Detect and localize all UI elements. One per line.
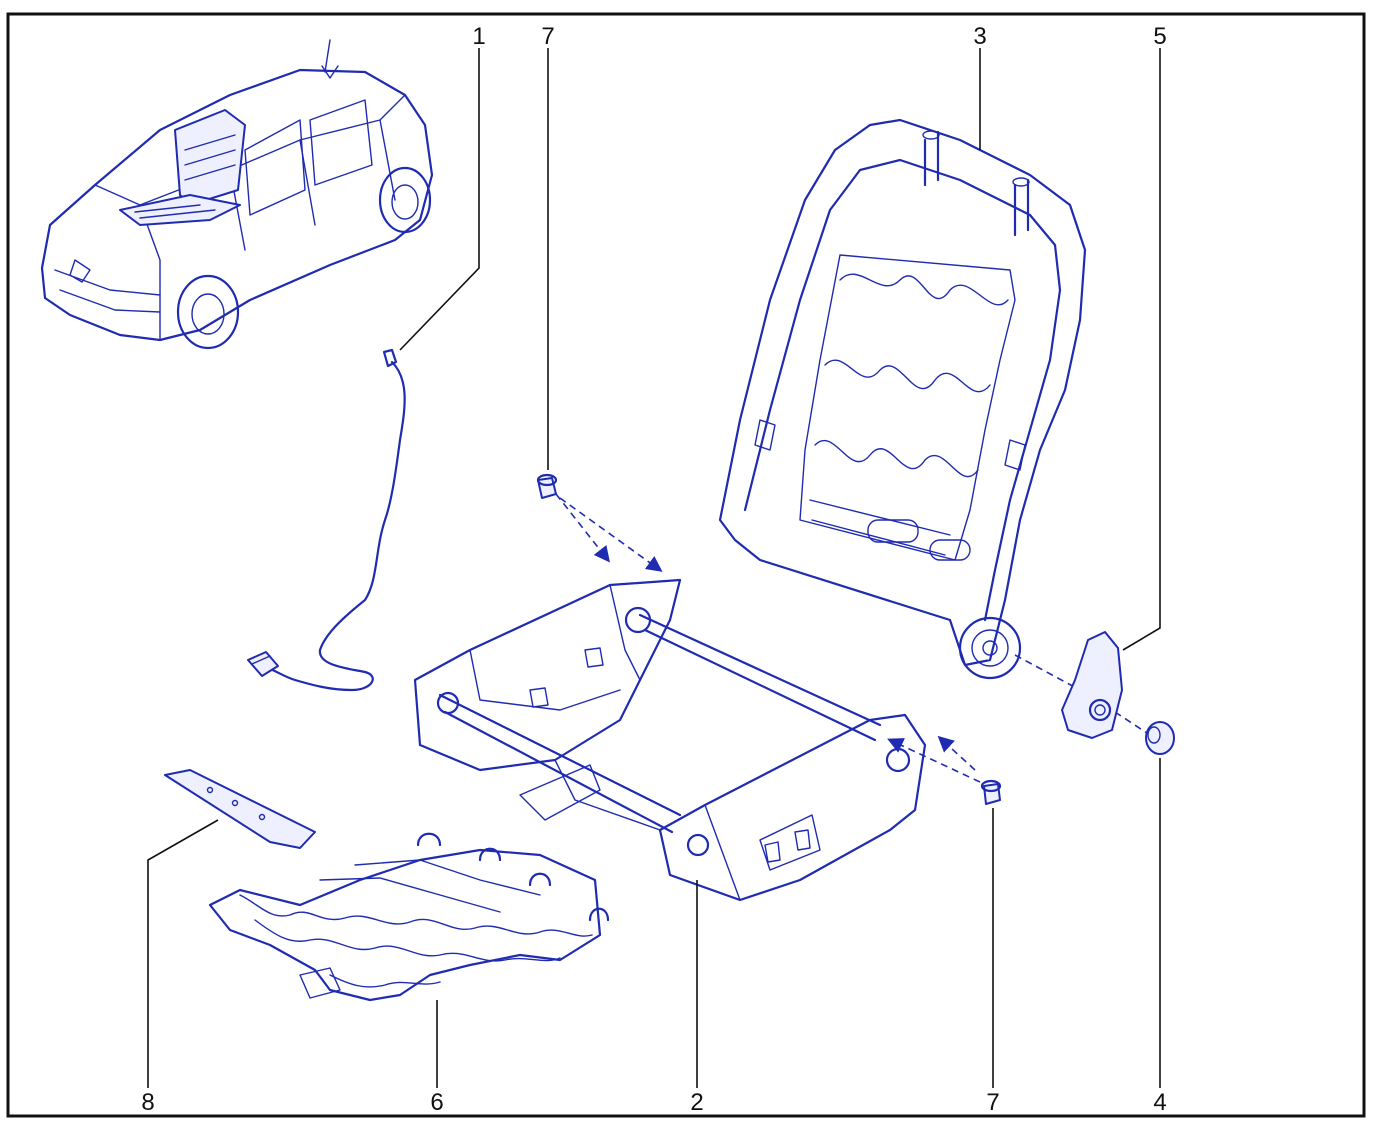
callout-5: 5 <box>1153 23 1166 50</box>
callout-labels: 1 7 3 5 8 6 2 7 4 <box>141 23 1166 1116</box>
seatback-frame <box>718 118 1087 680</box>
callout-3: 3 <box>973 23 986 50</box>
assembly-line-cap <box>1114 711 1151 736</box>
leader-lines <box>147 48 1161 1088</box>
vehicle-thumbnail <box>40 39 434 350</box>
callout-8: 8 <box>141 1089 154 1116</box>
assembly-line-recliner <box>1014 654 1081 691</box>
seat-cushion-plate <box>164 769 316 849</box>
callout-7-lower: 7 <box>986 1089 999 1116</box>
seat-cushion-frame <box>413 578 927 902</box>
wiring-harness <box>247 348 406 692</box>
bolt-upper <box>536 473 663 572</box>
callout-1: 1 <box>472 23 485 50</box>
recliner-cover <box>1061 631 1123 739</box>
diagram-frame <box>6 12 1366 1118</box>
seat-cushion-springs <box>208 832 610 1002</box>
callout-4: 4 <box>1153 1089 1166 1116</box>
callout-7-upper: 7 <box>541 23 554 50</box>
bolt-lower <box>887 735 1002 805</box>
thumbnail-seat-highlight <box>119 109 246 226</box>
callout-6: 6 <box>430 1089 443 1116</box>
callout-2: 2 <box>690 1089 703 1116</box>
recliner-cap <box>1145 721 1175 755</box>
